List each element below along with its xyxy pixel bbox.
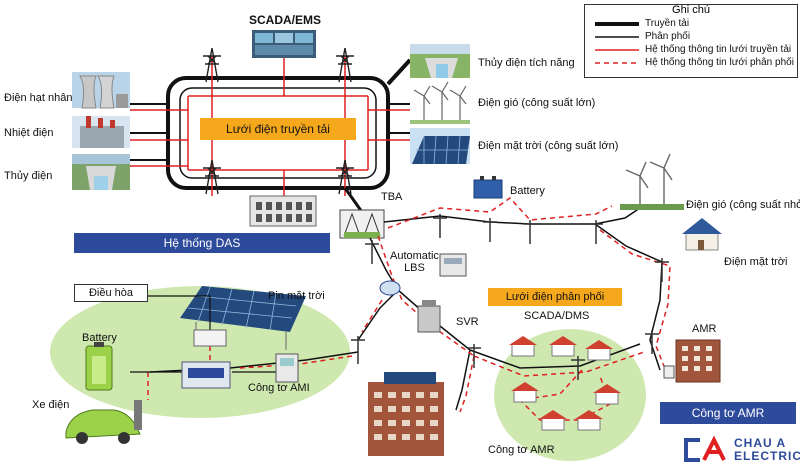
logo-line2: ELECTRIC xyxy=(734,449,800,463)
amr-building xyxy=(663,339,721,383)
inverter-picture xyxy=(181,361,231,389)
transmission-info-lines xyxy=(130,56,410,200)
legend-info-transmission: Hệ thống thông tin lưới truyền tải xyxy=(645,44,792,55)
legend: Ghi chú Truyền tải Phân phối Hệ thống th… xyxy=(584,4,798,78)
svr-device xyxy=(417,300,441,333)
substation-building xyxy=(249,195,317,227)
wind-large-label: Điện gió (công suất lớn) xyxy=(478,97,596,109)
solar-small-label: Điện mặt trời xyxy=(724,256,788,268)
legend-transmission: Truyền tải xyxy=(645,18,690,29)
distribution-grid-banner: Lưới điện phân phối xyxy=(488,288,622,306)
amr-meter-banner: Công tơ AMR xyxy=(660,402,796,424)
ami-meter-picture xyxy=(275,353,299,383)
solar-house-picture xyxy=(682,218,722,251)
svr-label: SVR xyxy=(456,316,479,328)
apartment-building xyxy=(368,372,444,456)
amr-meter-bottom-label: Công tơ AMR xyxy=(488,444,555,456)
wind-large-picture xyxy=(410,81,470,124)
solar-large-picture xyxy=(410,128,470,165)
legend-title: Ghi chú xyxy=(672,4,710,16)
home-solar-panels xyxy=(180,286,306,350)
hydro-picture xyxy=(72,154,130,190)
air-conditioner-picture xyxy=(193,329,227,347)
battery-top-picture xyxy=(473,176,503,199)
distribution-info-lines xyxy=(147,197,671,421)
pumped-storage-picture xyxy=(410,44,470,78)
thermal-picture xyxy=(72,116,130,148)
transmission-grid-banner: Lưới điện truyền tải xyxy=(200,118,356,140)
small-wind-picture xyxy=(620,153,684,210)
scada-dms-label: SCADA/DMS xyxy=(524,310,590,322)
nuclear-label: Điện hạt nhân xyxy=(4,92,73,104)
amr-houses xyxy=(509,336,621,431)
home-battery-label: Battery xyxy=(82,332,117,344)
towers xyxy=(203,47,354,195)
battery-top-label: Battery xyxy=(510,185,545,197)
home-battery-picture xyxy=(85,342,113,391)
das-banner: Hệ thống DAS xyxy=(74,233,330,253)
amr-green-area xyxy=(494,329,646,461)
tba-label: TBA xyxy=(381,191,403,203)
source-feeders xyxy=(130,58,412,213)
ev-label: Xe điện xyxy=(32,399,70,411)
tba-substation xyxy=(339,209,385,239)
hydro-label: Thủy điện xyxy=(4,170,53,182)
air-conditioner-label: Điều hòa xyxy=(74,284,148,302)
transmission-ring-inner xyxy=(179,87,377,179)
legend-distribution: Phân phối xyxy=(645,31,691,42)
poles xyxy=(351,214,669,380)
nuclear-picture xyxy=(72,72,130,109)
solar-large-label: Điện mặt trời (công suất lớn) xyxy=(478,140,619,152)
logo-line1: CHAU A xyxy=(734,436,787,450)
thermal-label: Nhiệt điện xyxy=(4,127,54,139)
pumped-storage-label: Thủy điện tích năng xyxy=(478,57,575,69)
logo-mark xyxy=(681,435,727,463)
wind-small-label: Điện gió (công suất nhỏ) xyxy=(686,199,800,211)
automatic-lbs-device xyxy=(379,253,467,296)
legend-swatches xyxy=(595,22,639,64)
amr-label: AMR xyxy=(692,323,717,335)
solar-panel-label: Pin mặt trời xyxy=(268,290,325,302)
legend-info-distribution: Hệ thống thông tin lưới phân phối xyxy=(645,57,794,68)
scada-ems-monitors xyxy=(252,30,316,58)
ev-picture xyxy=(65,400,142,444)
scada-ems-label: SCADA/EMS xyxy=(249,13,322,27)
ami-meter-label: Công tơ AMI xyxy=(248,382,310,394)
automatic-lbs-label: Automatic LBS xyxy=(390,250,439,275)
